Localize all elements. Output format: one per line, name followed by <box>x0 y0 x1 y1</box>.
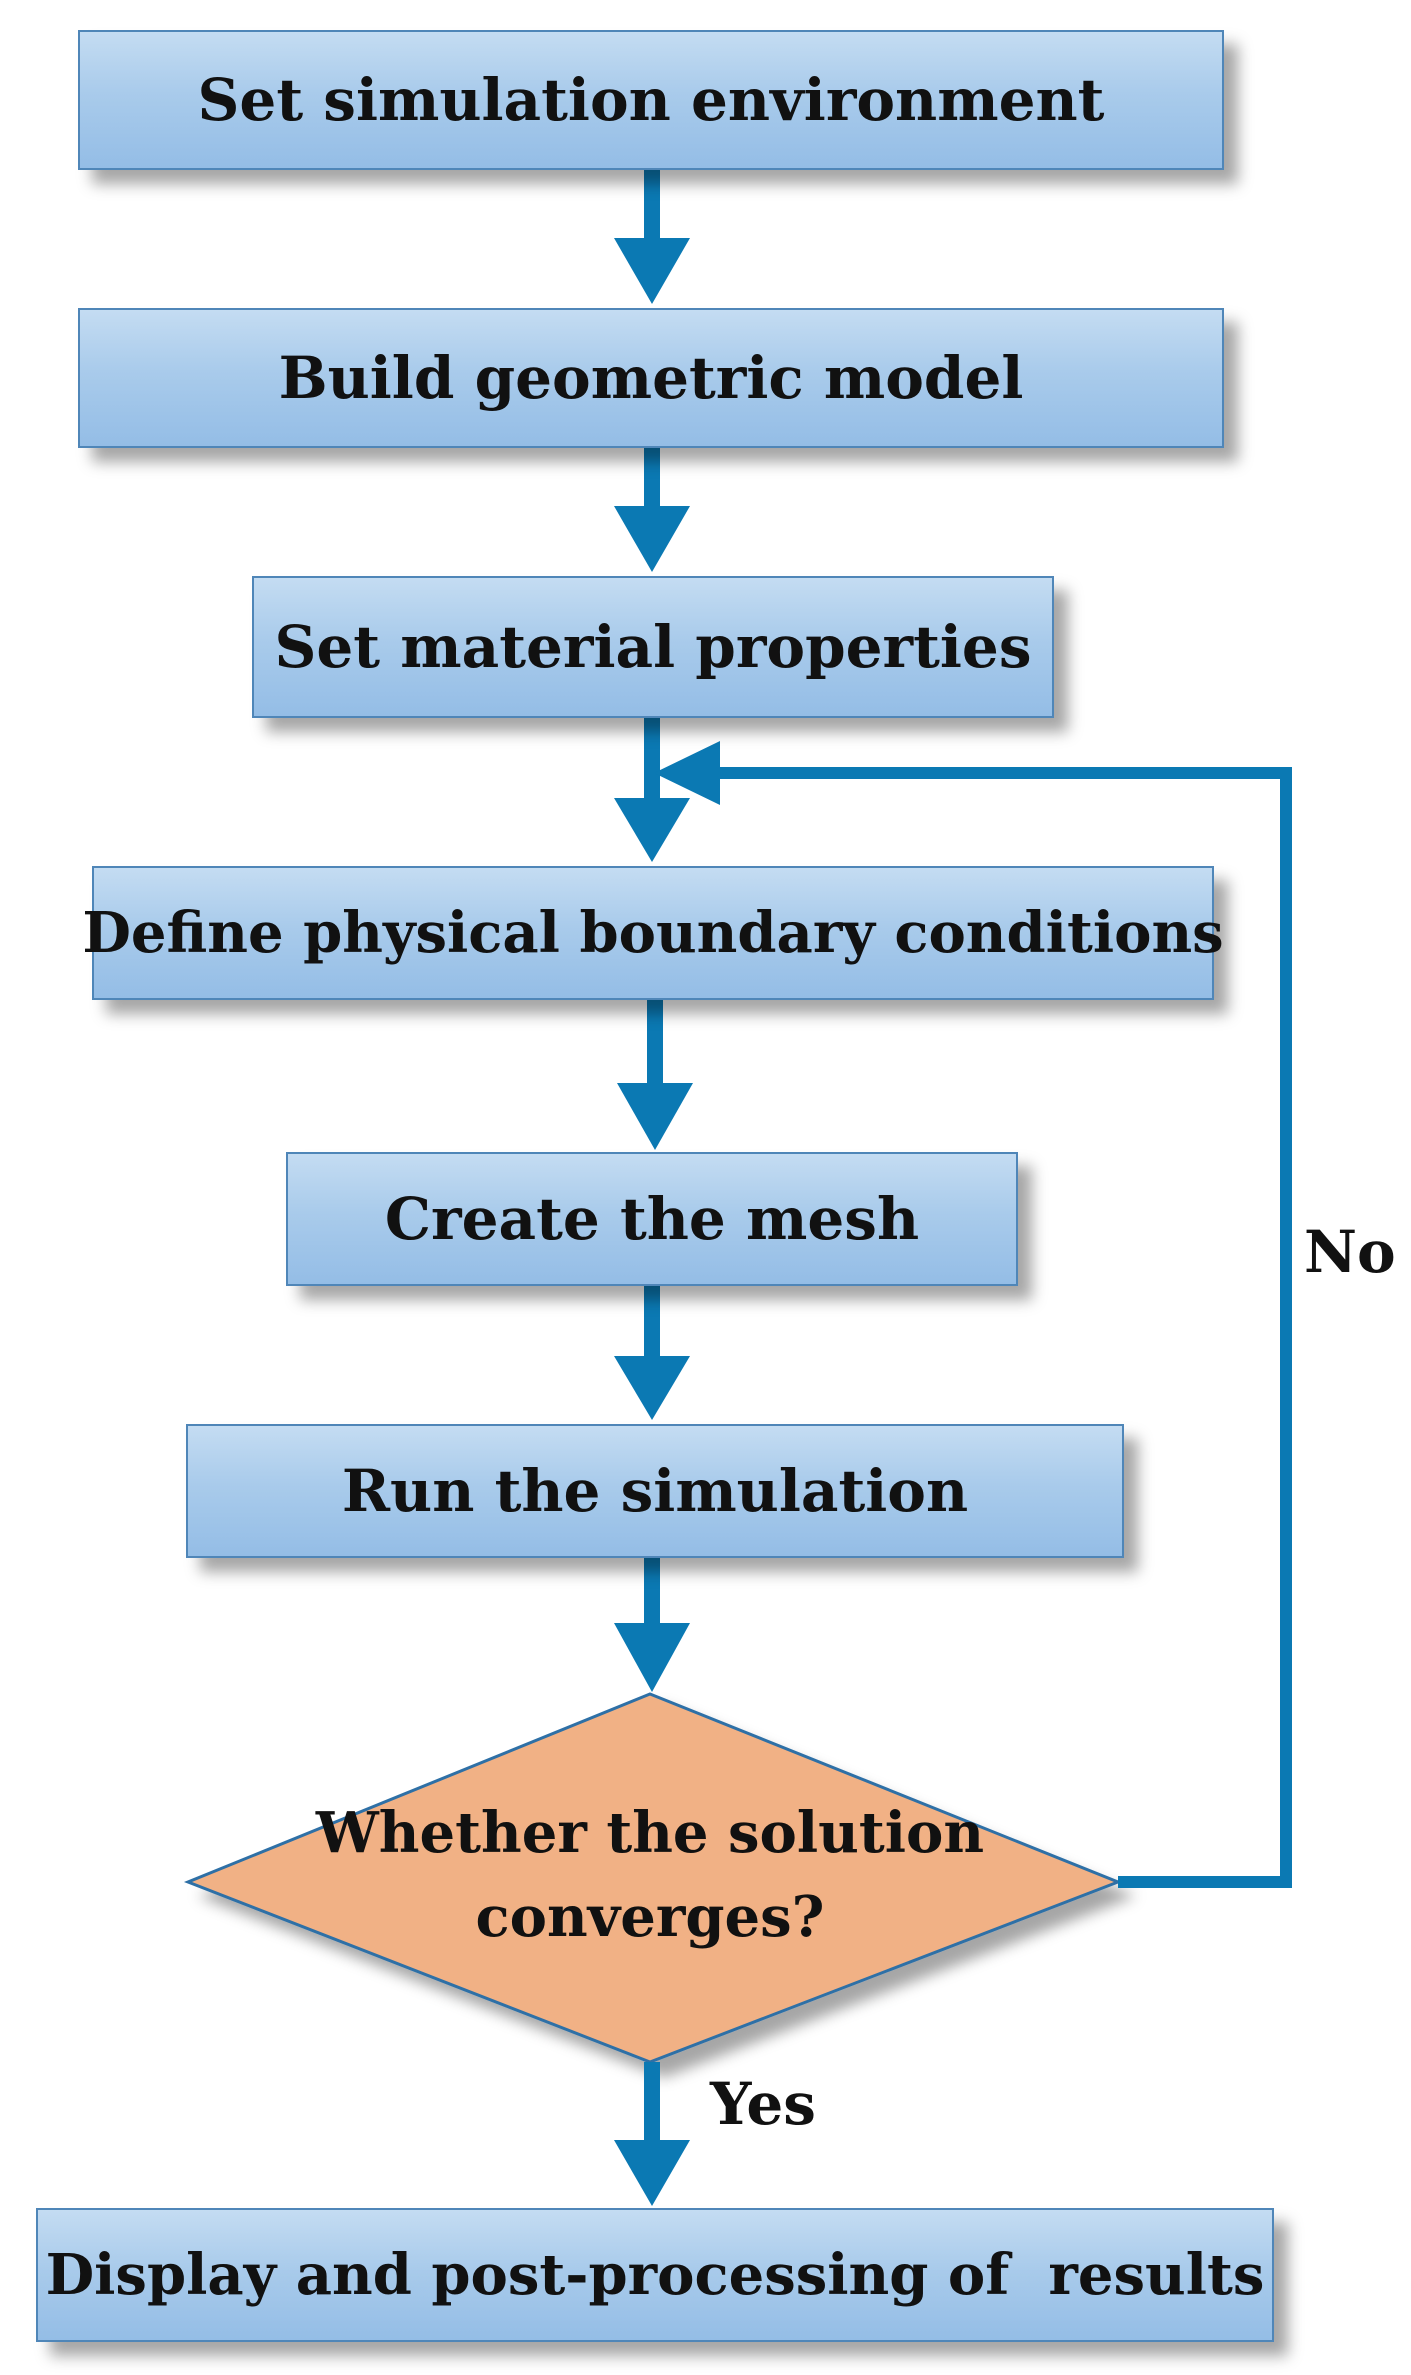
step-define-physical-boundary-conditions: Define physical boundary conditions <box>82 866 1224 1000</box>
step-label: Create the mesh <box>384 1185 920 1253</box>
decision-line-1: Whether the solution <box>315 1800 985 1866</box>
arrow-mesh-to-run <box>614 1283 690 1420</box>
step-label: Run the simulation <box>341 1457 969 1525</box>
arrow-boundary-to-mesh <box>617 995 693 1150</box>
step-set-simulation-environment: Set simulation environment <box>78 30 1224 170</box>
step-set-material-properties: Set material properties <box>252 576 1054 718</box>
branch-label-yes: Yes <box>710 2070 816 2138</box>
step-label: Display and post-processing of results <box>45 2242 1265 2308</box>
step-create-the-mesh: Create the mesh <box>286 1152 1018 1286</box>
arrow-decision-to-results <box>614 2062 690 2206</box>
decision-line-2: converges? <box>475 1884 825 1950</box>
step-run-the-simulation: Run the simulation <box>186 1424 1124 1558</box>
loop-back-no-arrow <box>654 741 1292 1888</box>
decision-text: Whether the solution converges? <box>200 1785 1100 1965</box>
branch-label-no: No <box>1304 1218 1396 1286</box>
arrow-geometry-to-material <box>614 448 690 572</box>
arrow-run-to-decision <box>614 1553 690 1692</box>
step-build-geometric-model: Build geometric model <box>78 308 1224 448</box>
step-label: Set material properties <box>274 613 1032 681</box>
step-display-and-post-processing: Display and post-processing of results <box>36 2208 1274 2342</box>
arrow-material-to-boundary <box>614 718 690 862</box>
step-label: Build geometric model <box>278 344 1024 412</box>
step-label: Define physical boundary conditions <box>82 900 1224 966</box>
step-label: Set simulation environment <box>197 66 1105 134</box>
arrow-env-to-geometry <box>614 170 690 304</box>
